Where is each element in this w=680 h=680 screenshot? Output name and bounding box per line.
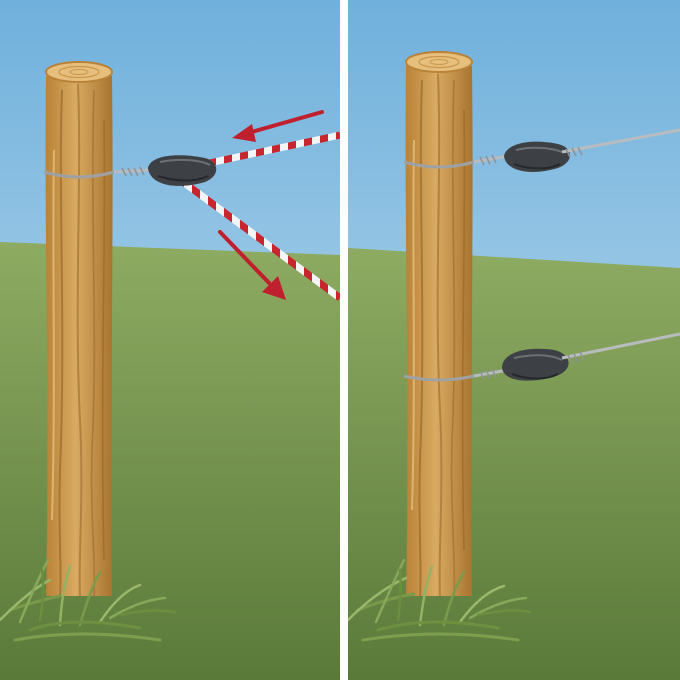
post-top bbox=[405, 51, 473, 73]
left-panel bbox=[0, 0, 340, 680]
insulator-lower bbox=[502, 348, 569, 381]
striped-tape-lower bbox=[172, 173, 340, 301]
right-panel bbox=[348, 0, 680, 680]
right-scene bbox=[348, 0, 680, 680]
left-scene bbox=[0, 0, 340, 680]
direction-arrow-lower bbox=[218, 230, 286, 300]
tie-wire bbox=[43, 166, 151, 179]
grass-tuft bbox=[0, 558, 177, 642]
panel-divider bbox=[340, 0, 348, 680]
post-top bbox=[45, 61, 113, 83]
tie-wire-upper bbox=[403, 154, 509, 169]
wooden-post bbox=[405, 51, 473, 597]
grass-tuft bbox=[348, 558, 532, 642]
wooden-post bbox=[45, 61, 113, 597]
corner-insulator bbox=[148, 155, 217, 186]
striped-tape-upper bbox=[199, 131, 340, 169]
insulator-upper bbox=[504, 141, 570, 172]
line-wire-upper bbox=[561, 128, 680, 154]
tie-wire-lower bbox=[403, 368, 509, 382]
direction-arrow-upper bbox=[232, 110, 324, 142]
